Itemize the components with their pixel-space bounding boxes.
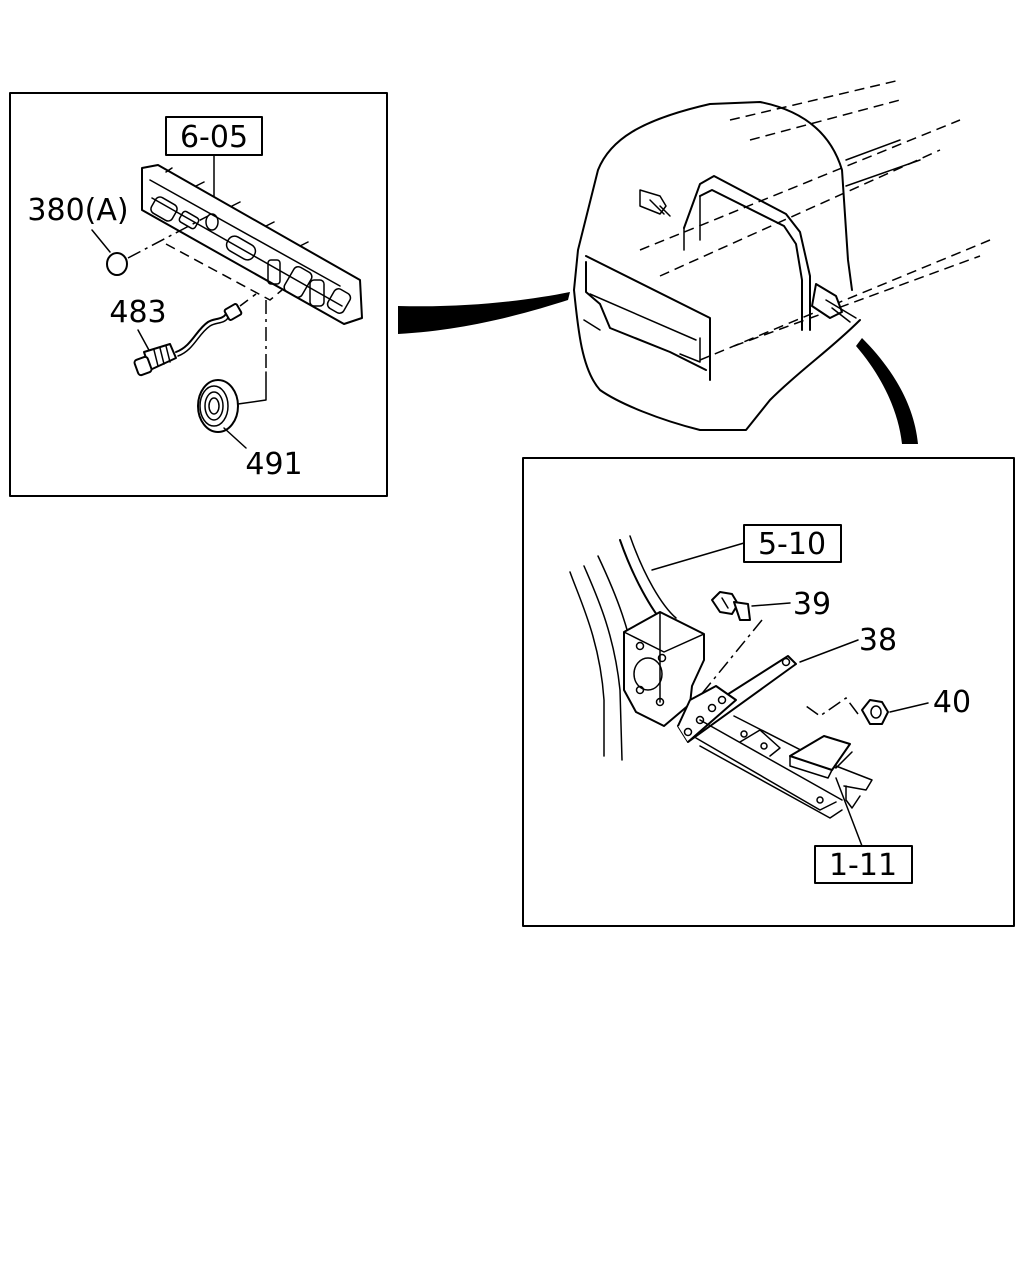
leader-39 [751, 602, 791, 607]
callout-40: 40 [933, 685, 971, 720]
callout-38: 38 [859, 623, 897, 658]
ref-box-6-05: 6-05 [165, 116, 263, 156]
leader-491-top [237, 371, 267, 405]
pointer-arrow-b [856, 338, 918, 444]
centerline-o-ring [127, 215, 209, 259]
detail-b-panel: 5-10 38 [522, 457, 1015, 927]
leader-5-10 [651, 542, 745, 571]
leader-1-11 [835, 777, 863, 847]
pointer-arrow-a [398, 292, 570, 334]
detail-a-panel: 6-05 380(A) 483 [9, 92, 388, 497]
ref-box-5-10: 5-10 [743, 524, 842, 563]
callout-483: 483 [109, 295, 166, 330]
ref-1-11-label: 1-11 [829, 848, 897, 883]
mount-plate [623, 611, 705, 727]
callout-491: 491 [245, 447, 302, 482]
grommet-491 [197, 379, 239, 433]
sensor-483 [133, 293, 257, 377]
bracket-38 [677, 655, 797, 743]
ref-5-10-label: 5-10 [758, 527, 826, 562]
o-ring [106, 252, 128, 276]
ref-6-05-label: 6-05 [180, 120, 248, 155]
leader-483 [137, 329, 151, 353]
routing-line [165, 243, 283, 301]
nut-40 [861, 699, 889, 725]
centerline-bolt [699, 619, 763, 697]
bolt-39 [711, 591, 751, 621]
leader-380a [91, 229, 111, 253]
leader-491 [223, 427, 247, 449]
centerline-nut [805, 696, 859, 717]
engine-plate [141, 164, 363, 325]
detail-b-frame [522, 457, 1015, 927]
frame-rail [695, 715, 873, 819]
vehicle-cab [573, 79, 991, 431]
leader-38 [799, 639, 859, 663]
detail-a-frame [9, 92, 388, 497]
ref-box-1-11: 1-11 [814, 845, 913, 884]
leader-40 [889, 702, 929, 713]
callout-39: 39 [793, 587, 831, 622]
callout-380a: 380(A) [27, 193, 128, 228]
